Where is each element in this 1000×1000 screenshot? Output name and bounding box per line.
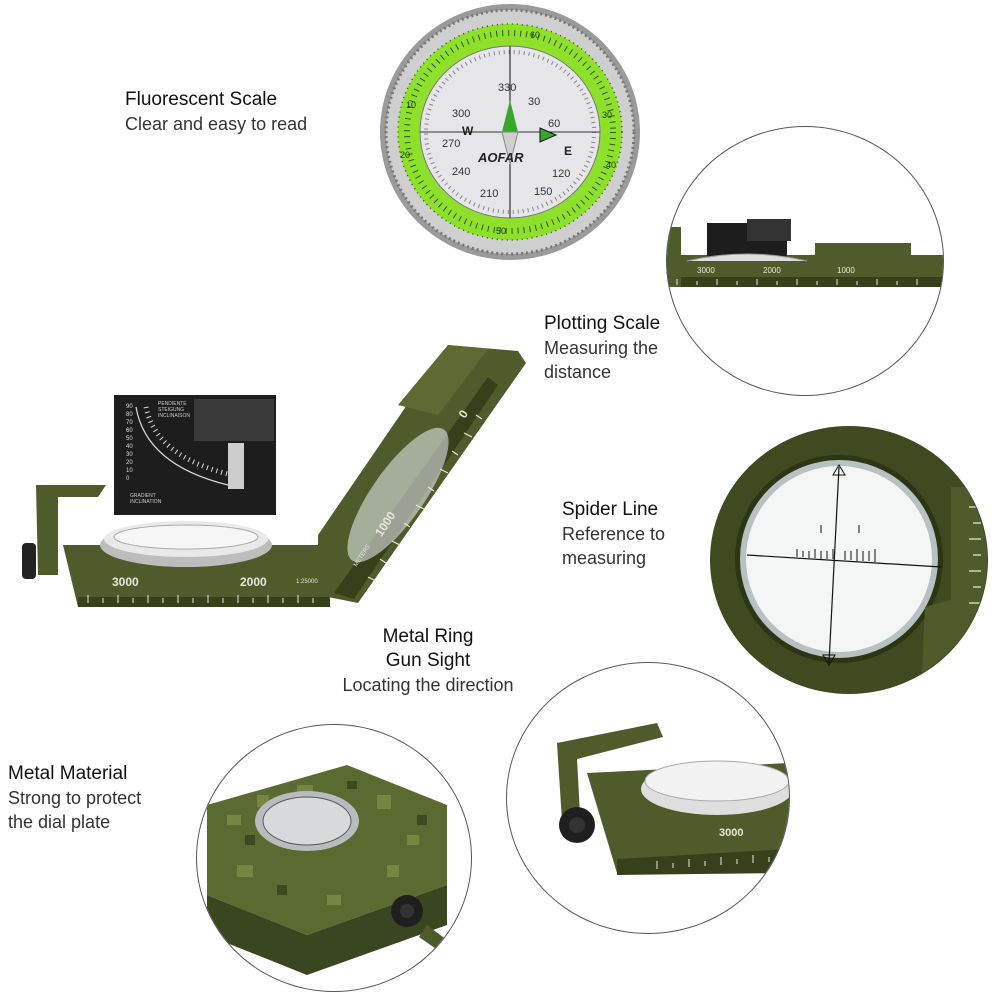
- dial-number: 270: [442, 138, 461, 150]
- dial-number: 300: [452, 108, 471, 120]
- bezel-number: 60: [530, 30, 541, 40]
- dial-number: 60: [548, 118, 561, 130]
- ruler-label: 3000: [112, 575, 139, 589]
- feature-subtitle: measuring: [562, 548, 647, 568]
- ruler-label: 1000: [837, 266, 855, 275]
- dial-number: 120: [552, 168, 571, 180]
- feature-title: Plotting Scale: [544, 313, 661, 334]
- feature-title: Metal Ring: [382, 626, 474, 647]
- ruler-label: 3000: [697, 266, 715, 275]
- dial-number: 30: [528, 96, 541, 108]
- feature-subtitle: Reference to: [562, 524, 666, 544]
- dial-number: 150: [534, 186, 553, 198]
- bezel-number: 40: [606, 160, 617, 170]
- bezel-number: 10: [406, 100, 417, 110]
- ruler-label: 3000: [719, 827, 744, 839]
- feature-subtitle: Measuring the: [544, 338, 659, 358]
- dial-number: 240: [452, 166, 471, 178]
- bezel-number: 20: [400, 150, 411, 160]
- feature-title: Spider Line: [562, 499, 659, 520]
- ruler-ratio: 1:25000: [296, 579, 318, 585]
- brand-logo: AOFAR: [478, 150, 524, 165]
- feature-subtitle: Strong to protect: [8, 788, 142, 808]
- feature-gun-sight: Metal Ring Gun Sight Locating the direct…: [318, 625, 538, 697]
- dial-letter: W: [462, 124, 474, 138]
- metal-material-detail: [196, 724, 472, 992]
- bezel-number: 30: [602, 110, 613, 120]
- feature-subtitle: distance: [544, 362, 612, 382]
- ruler-label: 2000: [240, 575, 267, 589]
- dial-number: 330: [498, 82, 517, 94]
- dial-closeup-image: 330 30 60 120 150 210 240 270 300 W E AO…: [370, 0, 650, 265]
- bezel-number: 50: [496, 226, 507, 236]
- ruler-label: 2000: [763, 266, 781, 275]
- feature-title: Fluorescent Scale: [125, 89, 278, 110]
- feature-spider-line: Spider Line Reference to measuring: [562, 498, 665, 570]
- feature-subtitle: Locating the direction: [342, 675, 514, 695]
- gun-sight-detail: 3000: [506, 662, 790, 934]
- feature-title: Gun Sight: [385, 650, 471, 671]
- feature-title: Metal Material: [8, 763, 128, 784]
- feature-metal-material: Metal Material Strong to protect the dia…: [8, 762, 141, 834]
- dial-letter: E: [564, 144, 573, 158]
- spider-line-detail: [710, 426, 988, 694]
- feature-subtitle: the dial plate: [8, 812, 111, 832]
- dial-number: 210: [480, 188, 499, 200]
- feature-fluorescent-scale: Fluorescent Scale Clear and easy to read: [125, 88, 307, 136]
- plotting-scale-detail: 3000 2000 1000: [666, 126, 944, 396]
- feature-plotting-scale: Plotting Scale Measuring the distance: [544, 312, 660, 384]
- feature-subtitle: Clear and easy to read: [125, 114, 308, 134]
